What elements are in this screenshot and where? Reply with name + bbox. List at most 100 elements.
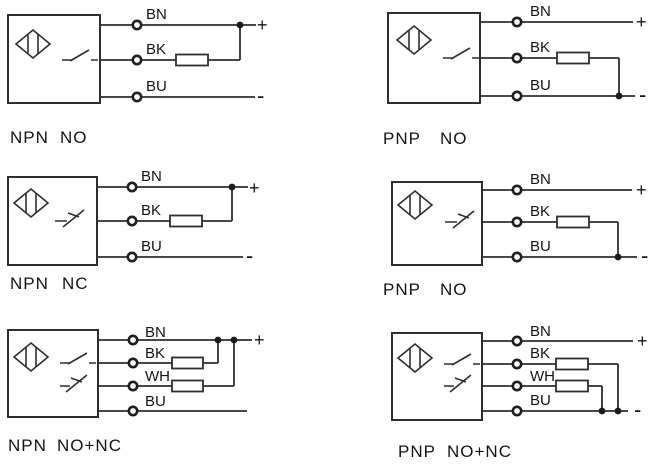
switch-no-icon <box>443 47 479 60</box>
caption-type: PNP <box>383 280 421 299</box>
sensor-symbol-icon <box>12 187 50 219</box>
sensor-symbol-icon <box>14 28 52 60</box>
wire-label-bn: BN <box>530 3 551 20</box>
wire-label-bn: BN <box>146 6 167 23</box>
terminal-circle <box>511 251 523 263</box>
resistor <box>556 215 590 229</box>
sensor-body <box>7 14 101 104</box>
resistor <box>171 379 204 393</box>
terminal-circle <box>511 16 523 28</box>
caption-type: PNP <box>383 129 421 148</box>
sensor-symbol-icon <box>396 342 434 374</box>
terminal-circle <box>127 380 139 392</box>
junction-dot <box>228 183 236 191</box>
wire-label-bu: BU <box>530 238 551 255</box>
terminal-circle <box>511 90 523 102</box>
wire-label-bu: BU <box>145 393 166 410</box>
wire-label-bn: BN <box>145 324 166 341</box>
terminal-circle <box>131 54 143 66</box>
terminal-circle <box>127 334 139 346</box>
wire-label-bk: BK <box>530 39 550 56</box>
caption-type: NPN <box>8 436 47 455</box>
terminal-circle <box>126 215 138 227</box>
plus-label: + <box>636 12 647 32</box>
minus-label: - <box>257 83 264 108</box>
minus-label: - <box>639 82 646 107</box>
sensor-body <box>7 176 98 266</box>
sensor-symbol-icon <box>395 24 433 56</box>
wire-label-bk: BK <box>530 345 550 362</box>
wire-label-bk: BK <box>145 345 165 362</box>
junction-dot <box>615 92 623 100</box>
minus-label: - <box>641 243 648 268</box>
terminal-circle <box>511 216 523 228</box>
sensor-body <box>387 12 481 104</box>
caption-type: NPN <box>10 128 49 147</box>
caption-type: NPN <box>10 274 49 293</box>
switch-no-icon <box>444 353 480 366</box>
switch-nc-icon <box>445 210 475 229</box>
junction-dot <box>214 336 222 344</box>
terminal-circle <box>127 405 139 417</box>
terminal-circle <box>511 184 523 196</box>
diagram-pnp-no-nc: BN BK WH BU + - PNP NO+NC <box>391 323 648 461</box>
wire-label-bk: BK <box>146 41 166 58</box>
terminal-circle <box>126 181 138 193</box>
wire-label-bn: BN <box>141 168 162 185</box>
caption-logic: NC <box>62 274 89 293</box>
minus-label: - <box>634 397 641 422</box>
terminal-circle <box>511 405 523 417</box>
wire-label-bk: BK <box>530 203 550 220</box>
diagram-npn-nc: BN BK BU + - NPN NC <box>7 168 260 293</box>
resistor <box>169 214 203 228</box>
diagram-npn-no-nc: BN BK WH BU + NPN NO+NC <box>7 324 265 455</box>
wire-label-bu: BU <box>146 78 167 95</box>
junction-dot <box>598 407 606 415</box>
caption-logic: NO <box>60 128 88 147</box>
resistor <box>555 357 589 371</box>
minus-label: - <box>246 243 253 268</box>
switch-no-icon <box>60 352 96 365</box>
diagram-npn-no: BN BK BU + - NPN NO <box>7 6 268 147</box>
terminal-circle <box>126 251 138 263</box>
wire-label-bu: BU <box>530 392 551 409</box>
wire-label-bn: BN <box>530 323 551 340</box>
terminal-circle <box>511 52 523 64</box>
wire-label-bk: BK <box>141 202 161 219</box>
switch-nc-icon <box>444 374 472 393</box>
switch-no-icon <box>62 49 98 62</box>
wire-label-bn: BN <box>530 171 551 188</box>
terminal-circle <box>131 91 143 103</box>
plus-label: + <box>257 15 268 35</box>
plus-label: + <box>637 331 648 351</box>
caption-type: PNP <box>398 442 436 461</box>
diagram-pnp-no-top: BN BK BU + - PNP NO <box>383 3 647 148</box>
wire-label-wh: WH <box>145 368 170 385</box>
terminal-circle <box>511 380 523 392</box>
caption-logic: NO+NC <box>447 442 512 461</box>
terminal-circle <box>127 357 139 369</box>
caption-logic: NO+NC <box>57 436 122 455</box>
plus-label: + <box>636 180 647 200</box>
sensor-symbol-icon <box>396 189 434 221</box>
junction-dot <box>230 336 238 344</box>
junction-dot <box>236 21 244 29</box>
diagram-pnp-no-mid: BN BK BU + - PNP NO <box>383 171 648 299</box>
caption-logic: NO <box>440 280 468 299</box>
resistor <box>171 356 204 370</box>
wire-label-wh: WH <box>530 368 555 385</box>
terminal-circle <box>511 358 523 370</box>
wire-label-bu: BU <box>530 77 551 94</box>
terminal-circle <box>511 335 523 347</box>
wire-label-bu: BU <box>141 238 162 255</box>
sensor-body <box>391 332 483 421</box>
sensor-body <box>391 181 483 266</box>
resistor <box>556 51 590 65</box>
resistor <box>175 53 209 67</box>
plus-label: + <box>249 178 260 198</box>
sensor-body <box>7 329 99 418</box>
junction-dot <box>614 407 622 415</box>
switch-nc-icon <box>60 374 88 393</box>
